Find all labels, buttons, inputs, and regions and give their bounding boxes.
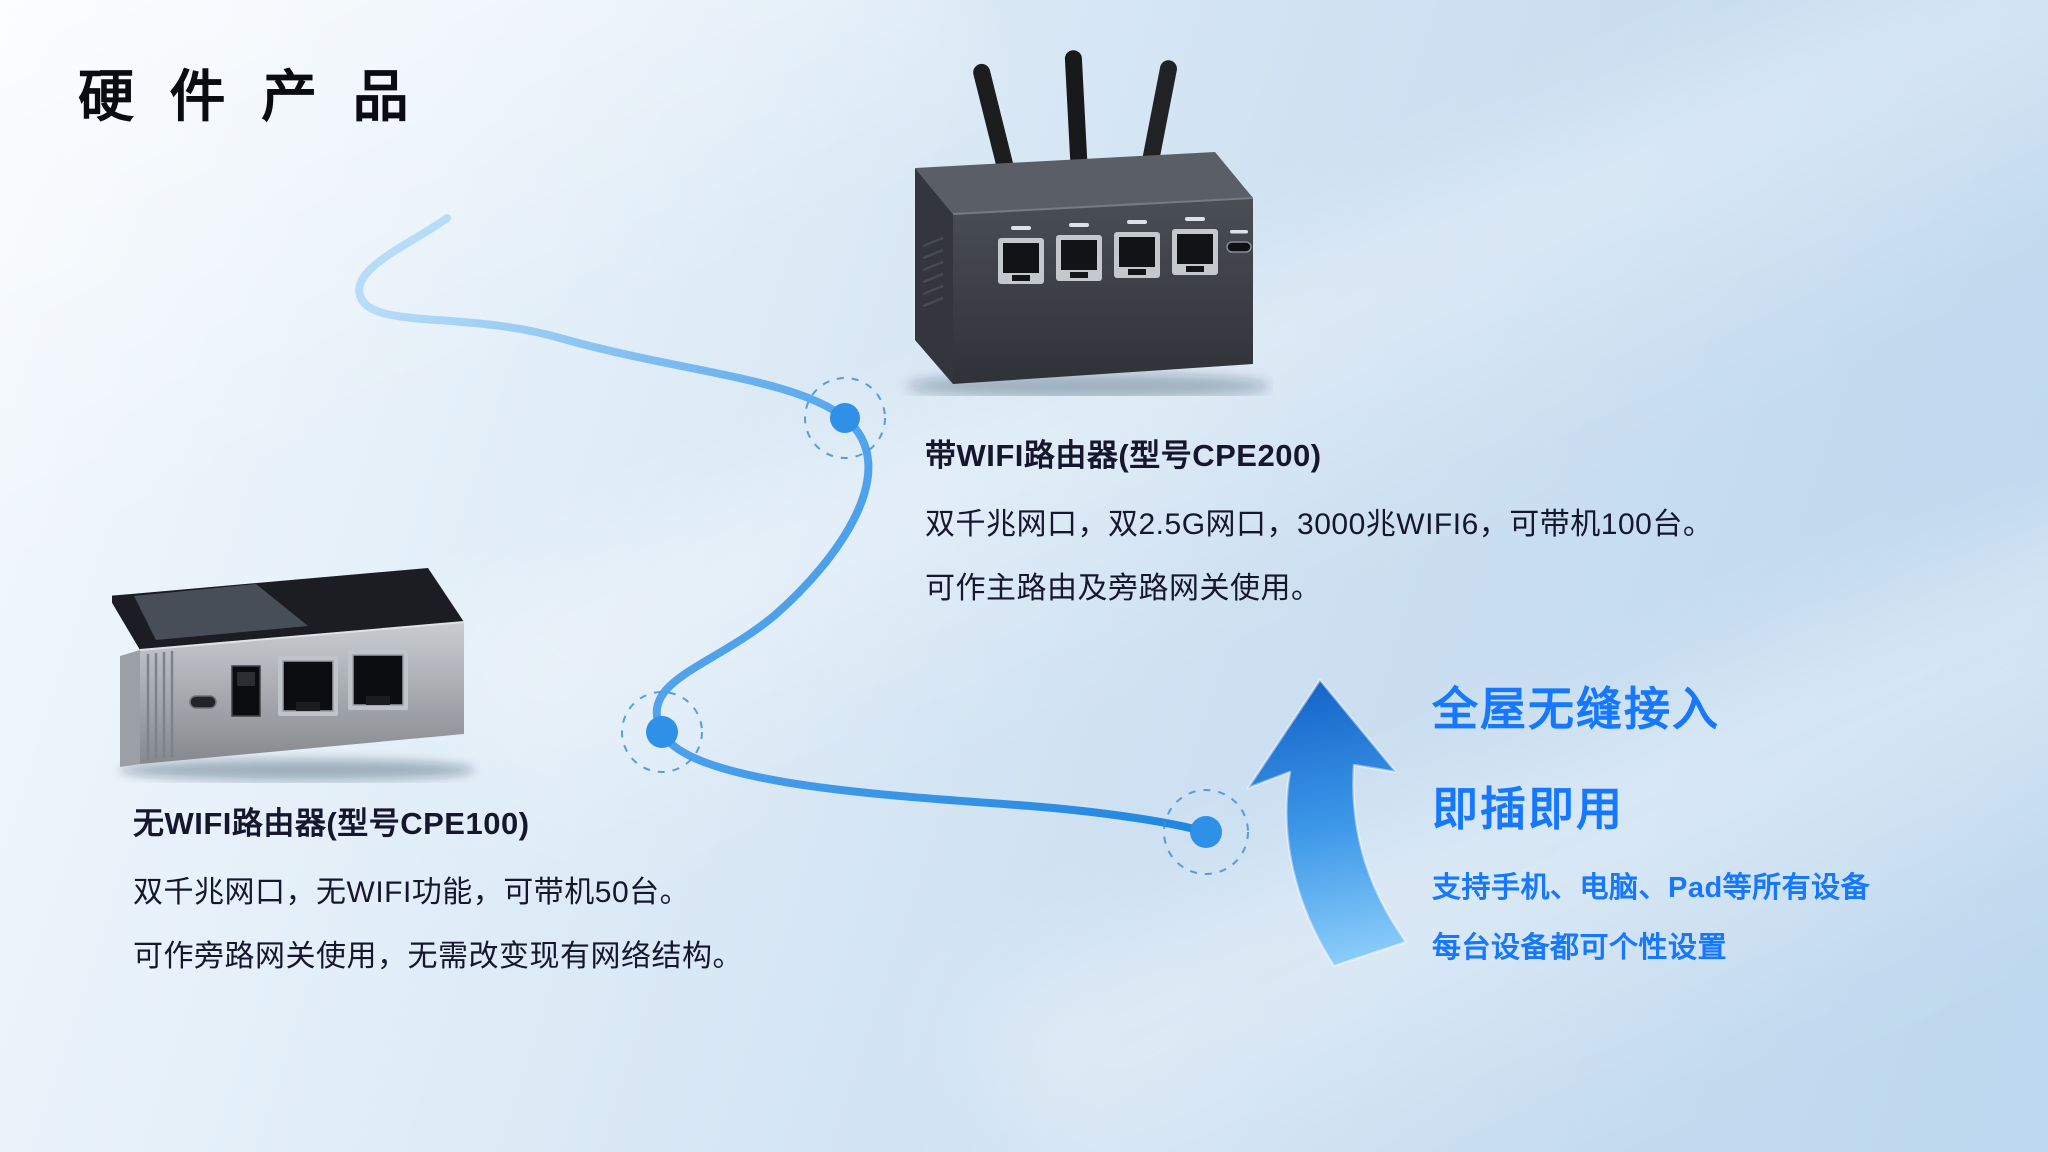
product-name-cpe200: 带WIFI路由器(型号CPE200) — [925, 438, 1322, 473]
router-cpe200-illustration — [906, 50, 1270, 396]
top-face-reflection — [134, 584, 308, 640]
product-info-cpe100: 无WIFI路由器(型号CPE100) 双千兆网口，无WIFI功能，可带机50台。… — [133, 798, 743, 995]
lan-port — [1056, 223, 1102, 281]
lan-port — [1172, 217, 1218, 275]
product-spec: 可作旁路网关使用，无需改变现有网络结构。 — [133, 940, 743, 973]
router-left-cap — [120, 650, 140, 767]
router-shadow — [119, 759, 475, 781]
connector-node-2 — [621, 691, 703, 773]
connector-node-3 — [1163, 789, 1249, 875]
usb-c-port — [189, 695, 217, 709]
highlight-point: 支持手机、电脑、Pad等所有设备 — [1432, 872, 1871, 904]
edge-highlight — [952, 197, 1254, 215]
edge-highlight — [139, 621, 465, 651]
product-spec: 双千兆网口，无WIFI功能，可带机50台。 — [133, 876, 691, 909]
product-spec: 可作主路由及旁路网关使用。 — [925, 572, 1322, 605]
up-arrow — [1246, 678, 1408, 968]
product-name-cpe100: 无WIFI路由器(型号CPE100) — [133, 806, 530, 841]
product-info-cpe200: 带WIFI路由器(型号CPE200) 双千兆网口，双2.5G网口，3000兆WI… — [925, 430, 1713, 627]
lan-port — [348, 650, 408, 710]
router-cpe100-illustration — [112, 568, 475, 781]
side-vents — [922, 236, 944, 308]
highlights: 全屋无缝接入 即插即用 支持手机、电脑、Pad等所有设备 每台设备都可个性设置 — [1432, 678, 1870, 968]
router-top-face — [915, 152, 1253, 214]
highlight-point: 每台设备都可个性设置 — [1432, 932, 1728, 964]
router-left-face — [915, 168, 953, 384]
lan-port — [998, 226, 1044, 284]
lan-port — [278, 656, 338, 716]
lan-port-group — [998, 217, 1252, 284]
headline-seamless-access: 全屋无缝接入 — [1432, 683, 1720, 735]
connector-node-1 — [804, 377, 886, 459]
headline-plug-and-play: 即插即用 — [1432, 783, 1624, 835]
page-title: 硬 件 产 品 — [78, 65, 419, 128]
usb-a-port — [231, 665, 261, 717]
lan-port — [1114, 220, 1160, 278]
product-spec: 双千兆网口，双2.5G网口，3000兆WIFI6，可带机100台。 — [925, 508, 1714, 541]
heatsink-fins — [146, 651, 174, 760]
router-front-face — [953, 198, 1253, 384]
usb-c-port — [1226, 230, 1252, 253]
